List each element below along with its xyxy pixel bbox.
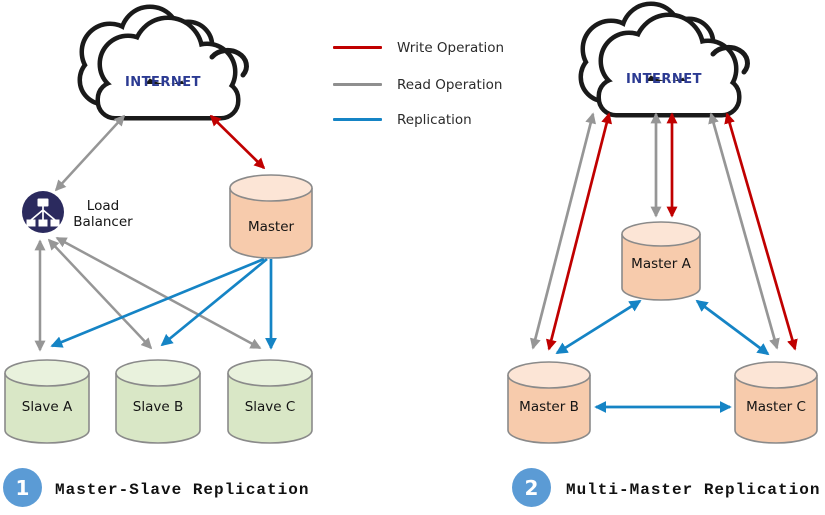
master-c-db-cylinder [734,361,818,444]
replication-arrow-master-b-master-a [555,299,642,355]
write-arrow-internet-master-b [545,112,613,351]
slave-c-db-cylinder [227,359,313,444]
read-operation-line-swatch [333,83,382,86]
internet-label-right: INTERNET [625,72,703,88]
caption-master-slave: Master-Slave Replication [55,481,310,499]
legend-label-replication: Replication [397,112,472,128]
load-balancer-icon [22,191,64,233]
replication-arrow-master-slave-b [160,257,268,347]
slave-a-label: Slave A [21,398,73,415]
slave-a-db-cylinder [4,359,90,444]
read-arrow-loadbalancer-slave-c [55,236,262,350]
internet-cloud-icon-right [583,6,747,113]
replication-line-swatch [333,118,382,121]
master-a-label: Master A [631,255,691,272]
master-a-db-cylinder [621,221,701,301]
write-arrow-internet-master-c [724,112,798,351]
caption-multi-master: Multi-Master Replication [566,481,821,499]
replication-arrow-master-a-master-c [695,299,770,356]
read-arrow-internet-loadbalancer [54,114,126,192]
internet-cloud-icon-left [82,9,246,116]
read-arrow-internet-master-c [708,112,780,350]
read-arrow-internet-master-b [529,112,597,350]
master-label: Master [247,218,295,235]
replication-arrow-master-slave-a [50,257,265,348]
legend-label-read: Read Operation [397,77,503,93]
master-c-label: Master C [746,398,806,415]
legend-label-write: Write Operation [397,40,505,56]
master-db-cylinder [229,174,313,259]
slave-b-label: Slave B [132,398,184,415]
badge-1: 1 [3,468,42,507]
read-arrow-loadbalancer-slave-b [47,238,153,350]
write-operation-line-swatch [333,46,382,49]
master-b-label: Master B [519,398,579,415]
write-arrow-internet-master [209,114,266,170]
master-b-db-cylinder [507,361,591,444]
badge-2: 2 [512,468,551,507]
slave-b-db-cylinder [115,359,201,444]
slave-c-label: Slave C [244,398,296,415]
internet-label-left: INTERNET [124,75,202,91]
load-balancer-label: Load Balancer [73,197,133,230]
